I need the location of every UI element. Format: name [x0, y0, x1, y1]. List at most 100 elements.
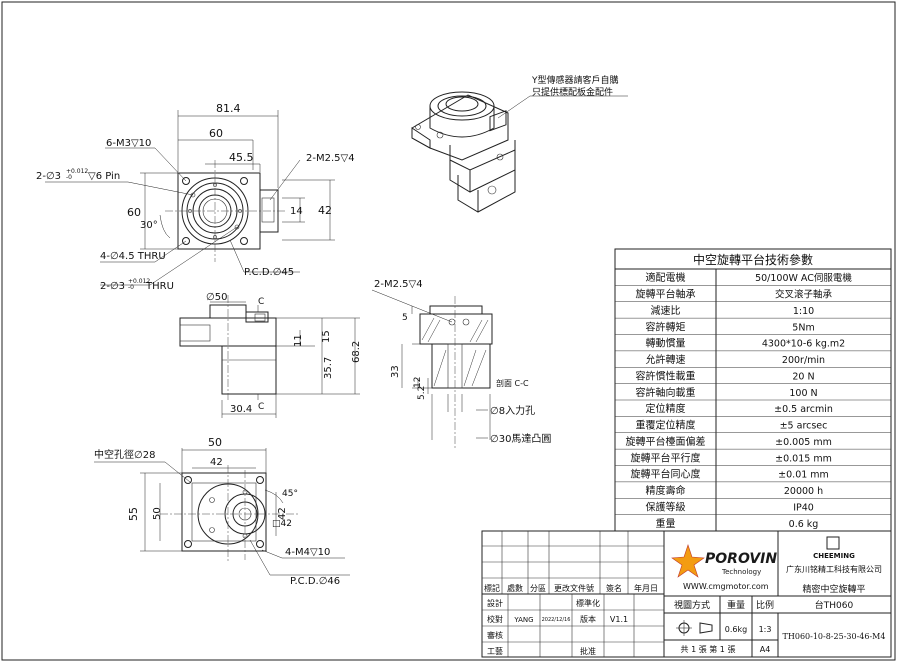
- spec-value: ±0.5 arcmin: [774, 404, 833, 415]
- callout-pin: 2-∅3: [36, 171, 61, 182]
- dim-60: 60: [209, 127, 223, 140]
- spec-label: 保護等級: [646, 500, 686, 513]
- scale-value: 1:3: [759, 625, 772, 634]
- tb-mark: 標記: [484, 583, 500, 593]
- callout-pin-tol: +0.012: [66, 168, 88, 175]
- title-block: [481, 530, 892, 658]
- spec-value: 50/100W AC伺服電機: [755, 272, 852, 284]
- section-view: [371, 289, 493, 450]
- callout-pin-thru-tail: THRU: [145, 281, 174, 292]
- spec-value: ±0.005 mm: [775, 437, 832, 448]
- square-42: □42: [272, 519, 292, 529]
- spec-label: 旋轉平台同心度: [631, 468, 701, 481]
- spec-value: 0.6 kg: [789, 519, 819, 530]
- tb-date: 年月日: [634, 583, 658, 593]
- tb-signature: 簽名: [606, 583, 622, 593]
- spec-value: IP40: [793, 502, 814, 513]
- drawing-number: TH060-10-8-25-30-46-M4: [783, 632, 886, 641]
- callout-pin-depth: ▽6 Pin: [88, 171, 120, 182]
- tb-standard: 標準化: [576, 598, 600, 608]
- spec-value: ±5 arcsec: [780, 421, 828, 432]
- dim-42: 42: [318, 204, 332, 217]
- company-name: 广东川铭精工科技有限公司: [786, 564, 882, 574]
- callout-phi8: ∅8入力孔: [490, 404, 535, 417]
- callout-m3: 6-M3▽10: [106, 138, 151, 149]
- tb-check-date: 2022/12/16: [542, 617, 571, 623]
- callout-m4: 4-M4▽10: [285, 547, 330, 558]
- callout-pin-thru: 2-∅3: [100, 281, 125, 292]
- dim-60-vertical: 60: [127, 206, 141, 219]
- star-logo-icon: [671, 544, 705, 578]
- tb-review: 審核: [487, 630, 503, 640]
- brand-logo-text: POROVIN: [705, 551, 777, 567]
- tb-version-label: 版本: [580, 614, 596, 624]
- spec-value: 200r/min: [782, 355, 825, 366]
- spec-label: 允許轉速: [646, 353, 686, 366]
- callout-pin-thru-tol2: -0: [128, 284, 134, 291]
- section-c-bottom: C: [258, 402, 264, 412]
- tb-version: V1.1: [610, 615, 628, 624]
- dim-5-section: 5: [402, 313, 408, 323]
- callout-pin-thru-tol: +0.012: [128, 278, 150, 285]
- isometric-view: [411, 91, 628, 213]
- callout-hollow: 中空孔徑∅28: [94, 448, 155, 461]
- dim-30-4: 30.4: [230, 404, 252, 415]
- dim-81-4: 81.4: [216, 102, 241, 115]
- spec-value: 100 N: [789, 388, 817, 399]
- spec-label: 減速比: [651, 304, 681, 317]
- spec-value: 1:10: [793, 306, 814, 317]
- spec-label: 旋轉平台檯面偏差: [626, 435, 706, 448]
- spec-table-title: 中空旋轉平台技術參數: [693, 252, 813, 267]
- spec-label: 適配電機: [646, 271, 686, 284]
- spec-label: 精度壽命: [646, 484, 686, 497]
- spec-label: 轉動慣量: [646, 337, 686, 350]
- spec-value: 20 N: [792, 371, 814, 382]
- product-name-line1: 精密中空旋轉平: [802, 583, 865, 595]
- dim-42-bottom: 42: [210, 457, 223, 468]
- angle-30: 30°: [140, 220, 158, 231]
- dim-50-vertical: 50: [152, 507, 163, 520]
- dim-45-5: 45.5: [229, 151, 254, 164]
- sensor-note-line1: Y型傳感器請客戶自購: [531, 74, 619, 86]
- view-method-label: 視圖方式: [674, 599, 710, 611]
- spec-label: 容許轉矩: [646, 320, 686, 333]
- spec-label: 重覆定位精度: [636, 419, 696, 432]
- company-mark-icon: [826, 536, 840, 550]
- spec-value: 4300*10-6 kg.m2: [762, 339, 845, 350]
- callout-pin-tol2: -0: [66, 174, 72, 181]
- dim-11: 11: [293, 334, 304, 347]
- front-view: [179, 295, 360, 418]
- dim-55: 55: [127, 507, 140, 521]
- projection-cone-icon: [699, 622, 713, 634]
- dim-42-vertical: 42: [277, 507, 288, 520]
- callout-thru45: 4-∅4.5 THRU: [100, 251, 166, 262]
- sensor-note-line2: 只提供標配板金配件: [532, 86, 613, 98]
- paper-size: A4: [760, 645, 771, 654]
- dim-5-2: 5.2: [417, 386, 427, 400]
- scale-label: 比例: [756, 599, 774, 611]
- dim-68-2: 68.2: [351, 341, 362, 363]
- tb-process: 工藝: [487, 646, 503, 656]
- spec-label: 容許慣性載重: [636, 369, 696, 382]
- section-label: 剖面 C-C: [496, 378, 529, 388]
- tb-change-doc: 更改文件號: [554, 583, 594, 593]
- dim-15: 15: [321, 330, 332, 343]
- tb-approve: 批准: [580, 646, 596, 656]
- tb-count: 處數: [507, 583, 523, 593]
- weight-label: 重量: [727, 599, 745, 611]
- spec-value: 5Nm: [792, 322, 814, 333]
- callout-m25-top: 2-M2.5▽4: [306, 153, 355, 164]
- spec-value: 交叉滚子軸承: [775, 289, 833, 301]
- spec-label: 重量: [656, 517, 676, 530]
- brand-logo-sub: Technology: [721, 568, 761, 576]
- callout-pcd45: P.C.D.∅45: [244, 267, 294, 278]
- website: WWW.cmgmotor.com: [683, 582, 769, 591]
- spec-label: 旋轉平台軸承: [636, 288, 696, 301]
- spec-value: ±0.015 mm: [775, 453, 832, 464]
- dim-35-7: 35.7: [323, 357, 334, 379]
- tb-zone: 分區: [530, 584, 546, 593]
- tb-checker: YANG: [513, 616, 533, 624]
